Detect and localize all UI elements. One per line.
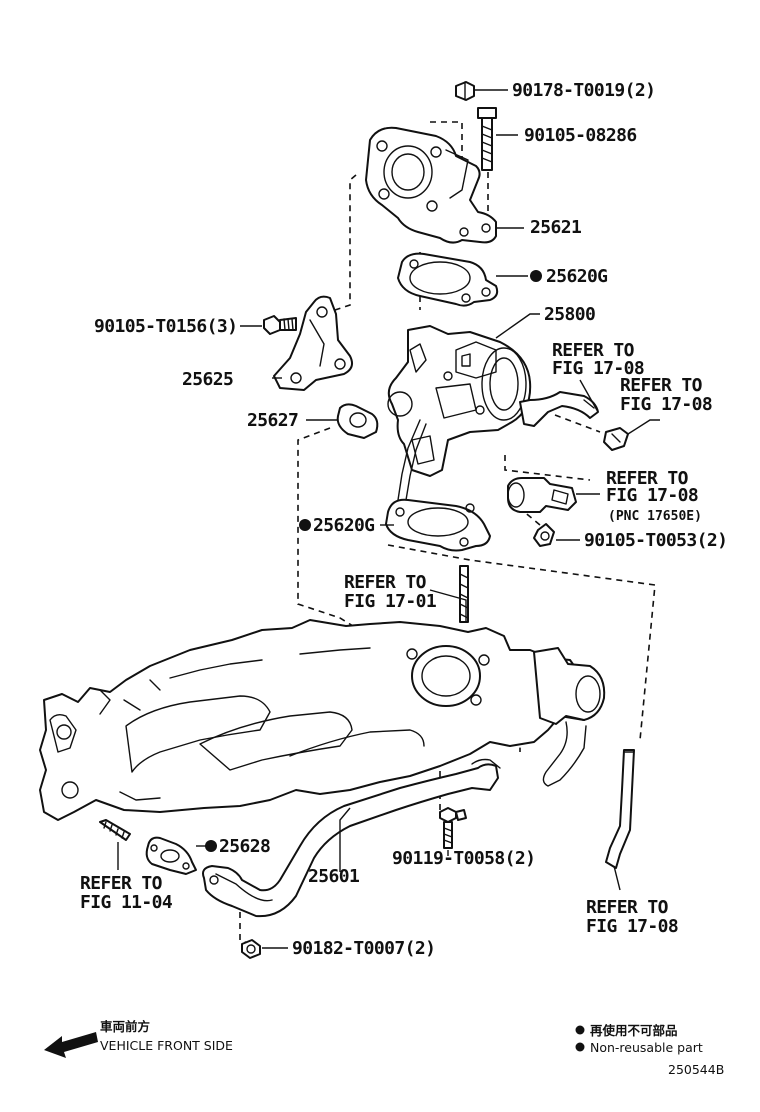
refer-to-fig-17-08-a[interactable]: REFER TO FIG 17-08: [552, 340, 645, 379]
leader-lines: [117, 89, 660, 949]
figure-code: 250544B: [668, 1062, 724, 1077]
label-25627[interactable]: 25627: [247, 410, 299, 431]
label-90182[interactable]: 90182-T0007(2): [292, 938, 436, 959]
vacuum-hose-bottom-icon[interactable]: [605, 749, 635, 869]
label-90119[interactable]: 90119-T0058(2): [392, 848, 536, 869]
refer-to-fig-17-08-c[interactable]: REFER TO FIG 17-08 (PNC 17650E): [606, 468, 702, 524]
vehicle-front-indicator: 車両前方 VEHICLE FRONT SIDE: [44, 1019, 233, 1058]
svg-text:REFER TO: REFER TO: [620, 375, 703, 396]
nonreusable-label-jp: 再使用不可部品: [590, 1023, 678, 1038]
bolt-90105-t0053-icon[interactable]: [533, 523, 555, 547]
nonreusable-legend-dot-2: [575, 1042, 585, 1052]
svg-text:FIG 17-01: FIG 17-01: [344, 591, 436, 612]
hose-clamp-icon[interactable]: [603, 427, 629, 451]
stud-bolt-icon[interactable]: [459, 565, 469, 623]
nonreusable-dot-25628: [205, 840, 217, 852]
bolt-90105-08286-icon[interactable]: [477, 107, 497, 171]
front-label-jp: 車両前方: [100, 1019, 150, 1034]
label-25625[interactable]: 25625: [182, 369, 234, 390]
nonreusable-label-en: Non-reusable part: [590, 1040, 703, 1055]
nonreusable-dot-25620g-top: [530, 270, 542, 282]
label-25628[interactable]: 25628: [219, 836, 271, 857]
label-90105-08286[interactable]: 90105-08286: [524, 125, 637, 146]
egr-valve-25800[interactable]: [387, 325, 532, 477]
label-90105-t0156[interactable]: 90105-T0156(3): [94, 316, 238, 337]
front-label-en: VEHICLE FRONT SIDE: [100, 1038, 233, 1053]
vacuum-hose-icon[interactable]: [519, 391, 599, 427]
refer-to-fig-17-08-b[interactable]: REFER TO FIG 17-08: [620, 375, 713, 415]
bracket-25625[interactable]: [273, 295, 353, 391]
egr-flange-25621[interactable]: [365, 126, 497, 244]
svg-text:FIG 17-08: FIG 17-08: [606, 485, 698, 506]
refer-to-fig-11-04[interactable]: REFER TO FIG 11-04: [80, 873, 173, 913]
nonreusable-legend-dot: [575, 1025, 585, 1035]
label-90105-t0053[interactable]: 90105-T0053(2): [584, 530, 728, 551]
bolt-90119-icon[interactable]: [439, 807, 467, 849]
refer-to-fig-17-01[interactable]: REFER TO FIG 17-01: [344, 572, 437, 612]
refer-to-fig-17-08-d[interactable]: REFER TO FIG 17-08: [586, 897, 679, 937]
nut-90178-icon[interactable]: [455, 81, 475, 101]
egr-sensor-icon[interactable]: [507, 477, 577, 513]
svg-text:FIG 17-08: FIG 17-08: [586, 916, 678, 937]
svg-text:REFER TO: REFER TO: [80, 873, 163, 894]
svg-text:FIG 17-08: FIG 17-08: [620, 394, 712, 415]
svg-text:REFER TO: REFER TO: [586, 897, 669, 918]
bolt-90105-t0156-icon[interactable]: [263, 315, 297, 335]
nonreusable-legend: 再使用不可部品 Non-reusable part: [575, 1023, 703, 1055]
label-25601[interactable]: 25601: [308, 866, 360, 887]
label-25620g-mid[interactable]: 25620G: [313, 515, 375, 536]
svg-text:FIG 11-04: FIG 11-04: [80, 892, 173, 913]
label-25621[interactable]: 25621: [530, 217, 582, 238]
gasket-25627[interactable]: [336, 403, 379, 439]
intake-manifold[interactable]: [39, 619, 606, 821]
gasket-25620g-mid[interactable]: [385, 498, 491, 552]
svg-text:(PNC 17650E): (PNC 17650E): [608, 509, 702, 524]
stud-left-icon[interactable]: [99, 819, 131, 841]
label-25620g-top[interactable]: 25620G: [546, 266, 608, 287]
label-90178[interactable]: 90178-T0019(2): [512, 80, 656, 101]
gasket-25628[interactable]: [145, 836, 197, 875]
svg-text:REFER TO: REFER TO: [606, 468, 689, 489]
nonreusable-dot-25620g-mid: [299, 519, 311, 531]
svg-text:REFER TO: REFER TO: [344, 572, 427, 593]
label-25800[interactable]: 25800: [544, 304, 596, 325]
front-arrow-icon: [44, 1032, 98, 1058]
svg-text:FIG 17-08: FIG 17-08: [552, 358, 644, 379]
gasket-25620g-top[interactable]: [397, 252, 499, 307]
egr-pipe-25601[interactable]: [202, 758, 501, 918]
nut-90182-icon[interactable]: [241, 939, 261, 959]
svg-text:REFER TO: REFER TO: [552, 340, 635, 361]
